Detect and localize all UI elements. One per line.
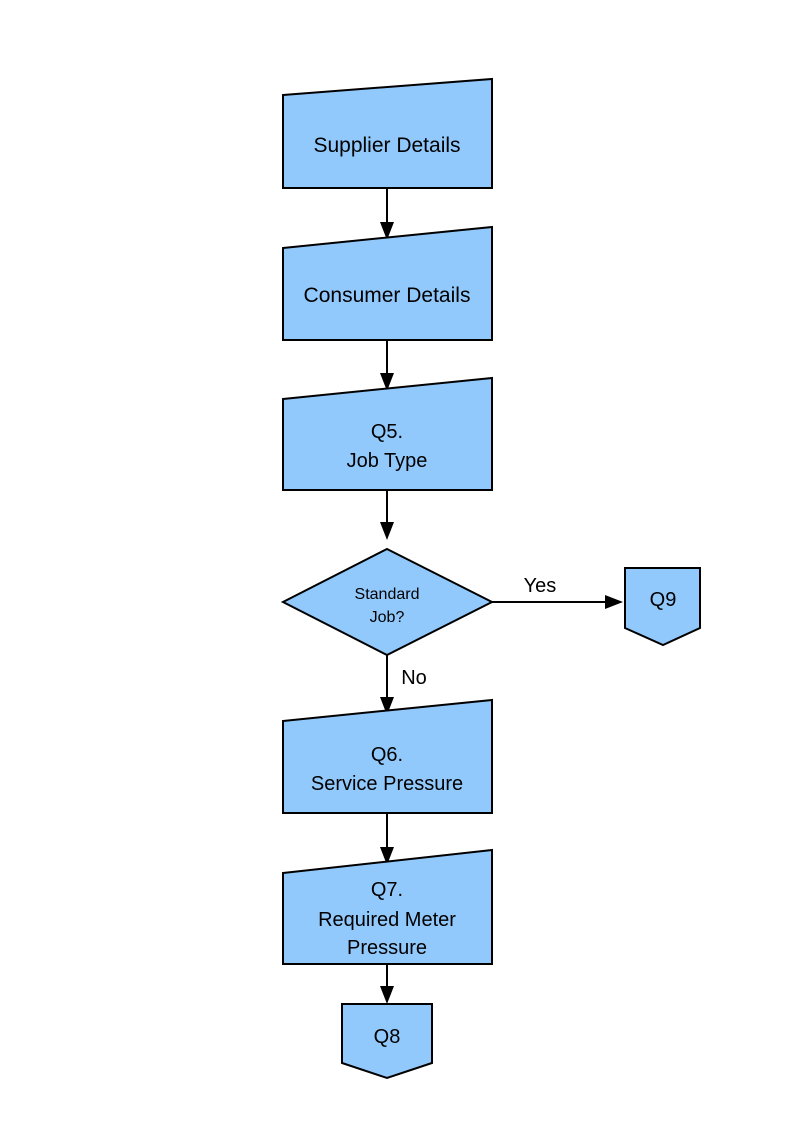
- node-q8-shape[interactable]: [341, 1003, 433, 1080]
- edge-supplier-to-consumer: [380, 188, 394, 240]
- node-q5-job-type-label-line-2: Job Type: [347, 450, 428, 472]
- node-consumer-details[interactable]: Consumer Details: [282, 225, 493, 341]
- node-standard-job-decision-label-line-1: Standard: [355, 586, 420, 603]
- edge-decision-to-q6: No: [380, 655, 427, 715]
- node-standard-job-decision-label-line-2: Job?: [370, 609, 405, 626]
- node-q7-required-meter-pressure-label-line-1: Q7.: [371, 879, 403, 901]
- edge-supplier-to-consumer-arrowhead: [380, 222, 394, 240]
- edge-decision-to-q9-arrowhead: [605, 595, 623, 609]
- node-q9[interactable]: Q9: [624, 567, 701, 647]
- node-q5-job-type-label-line-1: Q5.: [371, 421, 403, 443]
- node-supplier-details-shape[interactable]: [282, 77, 493, 189]
- edge-label-no: No: [401, 667, 427, 689]
- edge-label-yes: Yes: [524, 575, 557, 597]
- node-q9-shape[interactable]: [624, 567, 701, 647]
- node-consumer-details-label: Consumer Details: [304, 284, 471, 307]
- node-q6-service-pressure[interactable]: Q6. Service Pressure: [282, 698, 493, 814]
- edge-decision-to-q6-arrowhead: [380, 697, 394, 715]
- edge-consumer-to-q5: [380, 340, 394, 391]
- node-q5-job-type-shape[interactable]: [282, 376, 493, 491]
- edge-decision-to-q9: Yes: [492, 575, 623, 609]
- node-standard-job-decision[interactable]: Standard Job?: [280, 547, 495, 657]
- node-q7-required-meter-pressure-shape[interactable]: [282, 848, 493, 965]
- node-q6-service-pressure-shape[interactable]: [282, 698, 493, 814]
- node-supplier-details-label: Supplier Details: [313, 134, 460, 157]
- edge-q6-to-q7-arrowhead: [380, 847, 394, 865]
- node-q5-job-type[interactable]: Q5. Job Type: [282, 376, 493, 491]
- node-consumer-details-shape[interactable]: [282, 225, 493, 341]
- node-q7-required-meter-pressure[interactable]: Q7. Required Meter Pressure: [282, 848, 493, 965]
- edge-consumer-to-q5-arrowhead: [380, 373, 394, 391]
- edge-q7-to-q8: [380, 964, 394, 1004]
- node-q7-required-meter-pressure-label-line-2: Required Meter: [318, 909, 456, 931]
- node-q9-label: Q9: [650, 589, 677, 611]
- edge-q5-to-decision: [380, 490, 394, 540]
- node-q6-service-pressure-label-line-1: Q6.: [371, 744, 403, 766]
- edge-q7-to-q8-arrowhead: [380, 986, 394, 1004]
- node-q8-label: Q8: [374, 1026, 401, 1048]
- node-supplier-details[interactable]: Supplier Details: [282, 77, 493, 189]
- node-q7-required-meter-pressure-label-line-3: Pressure: [347, 937, 427, 959]
- node-q6-service-pressure-label-line-2: Service Pressure: [311, 773, 463, 795]
- node-q8[interactable]: Q8: [341, 1003, 433, 1080]
- edge-q6-to-q7: [380, 813, 394, 865]
- edge-q5-to-decision-arrowhead: [380, 522, 394, 540]
